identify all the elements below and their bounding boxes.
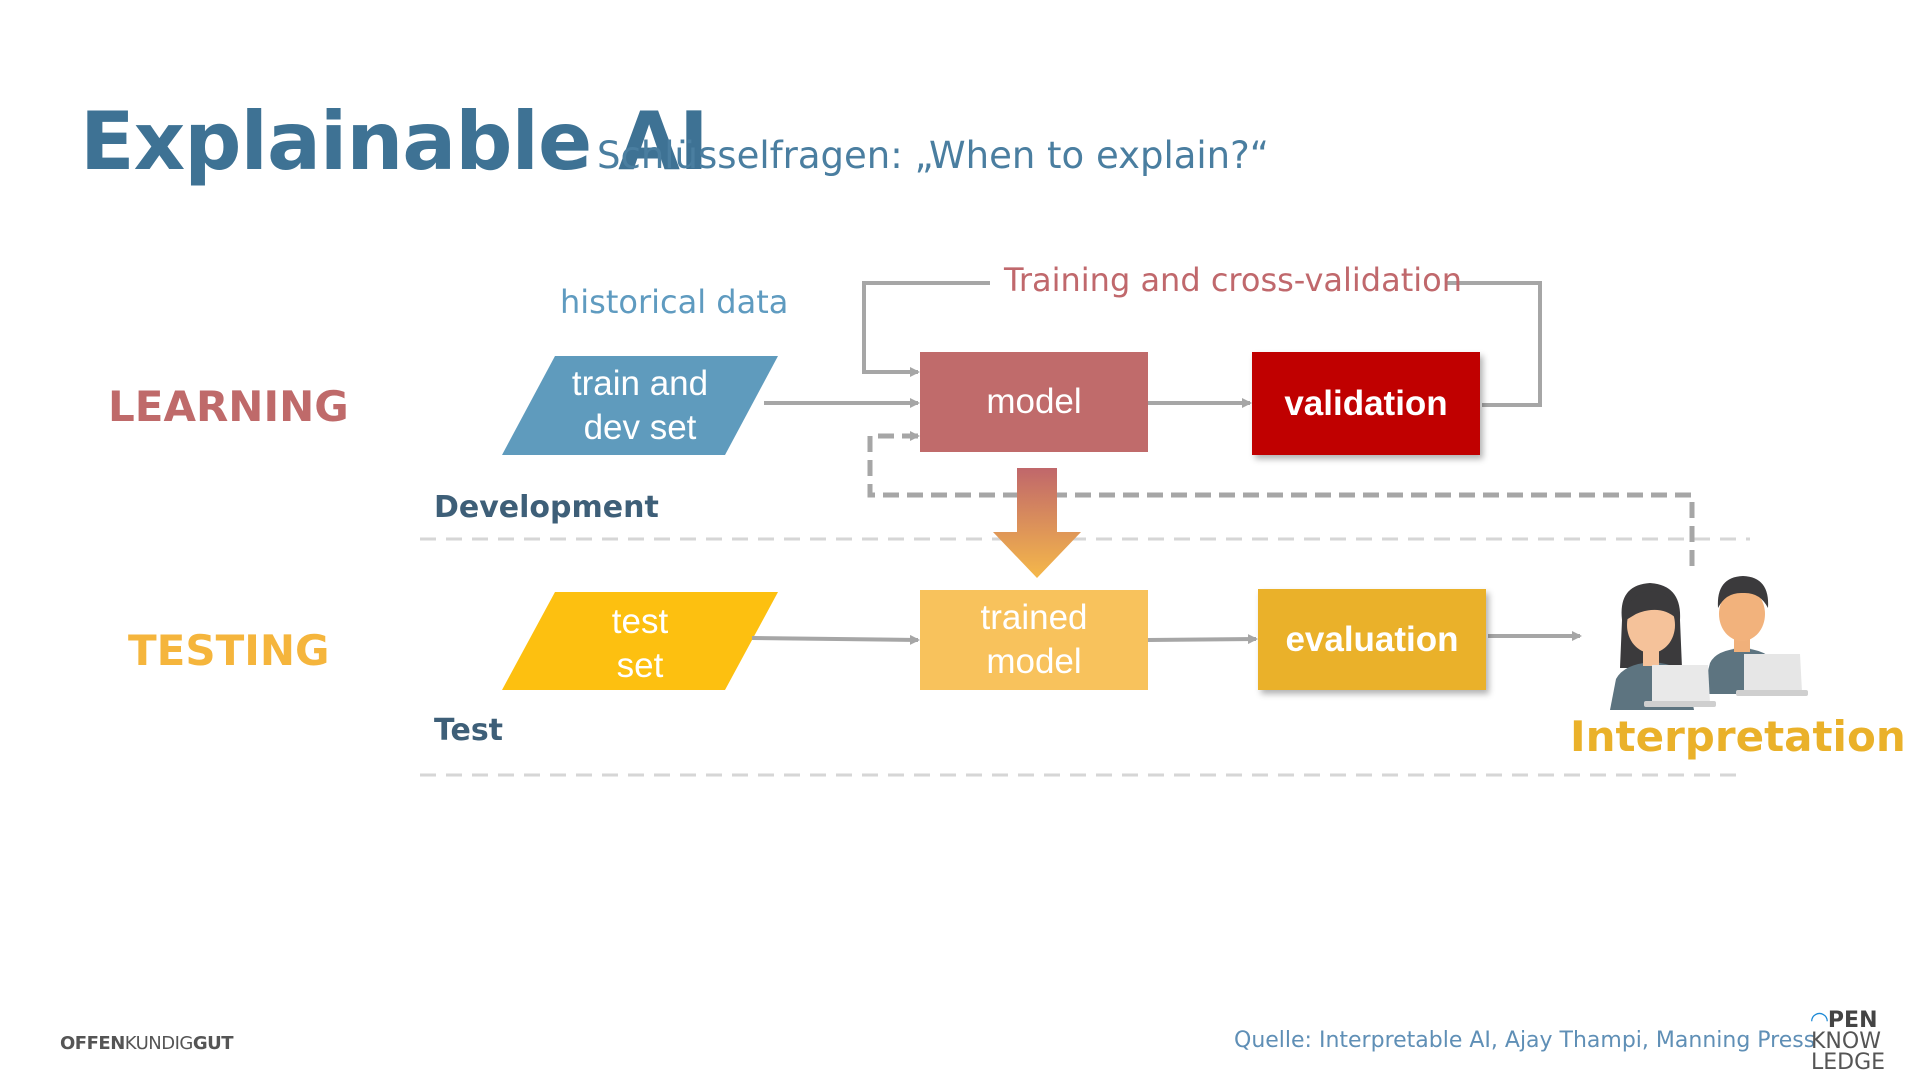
logo-line1: PEN <box>1827 1008 1878 1033</box>
historical-data-label: historical data <box>560 283 789 321</box>
trained-model-node: trained model <box>920 590 1148 690</box>
down-arrow-icon <box>993 468 1081 578</box>
training-loop-right <box>1446 281 1542 407</box>
source-citation: Quelle: Interpretable AI, Ajay Thampi, M… <box>1234 1028 1816 1053</box>
brand-part-gut: GUT <box>192 1033 234 1054</box>
trained-model-line1: trained <box>980 598 1088 638</box>
evaluation-node: evaluation <box>1258 589 1486 690</box>
train-dev-set-line1: train and <box>571 364 709 404</box>
test-set-line2: set <box>616 646 664 685</box>
users-laptops-icon <box>1610 576 1808 710</box>
footer-brand: OFFENKUNDIGGUT <box>60 1033 234 1054</box>
test-set-shape <box>502 592 778 690</box>
validation-node: validation <box>1252 352 1480 455</box>
phase-learning-label: LEARNING <box>108 382 349 431</box>
interpretation-label: Interpretation <box>1570 712 1906 761</box>
page-subtitle: Schlüsselfragen: „When to explain?“ <box>597 134 1269 177</box>
brand-part-offen: OFFEN <box>60 1033 125 1054</box>
logo-line3: LEDGE <box>1811 1050 1886 1075</box>
phase-testing-label: TESTING <box>128 626 330 675</box>
train-dev-set-line2: dev set <box>583 408 697 447</box>
arrow-test-to-trained <box>751 634 920 645</box>
test-set-node: test set <box>540 594 740 694</box>
train-dev-set-shape <box>502 356 778 455</box>
open-knowledge-logo: ◠PEN KNOW LEDGE <box>1811 1008 1886 1075</box>
brand-part-kundig: KUNDIG <box>124 1033 194 1054</box>
logo-o-icon: ◠ <box>1811 1008 1828 1033</box>
feedback-loop <box>867 431 1695 566</box>
page-title: Explainable AI <box>80 95 709 188</box>
arrow-trained-to-eval <box>1147 634 1258 645</box>
training-cv-label: Training and cross-validation <box>1004 261 1463 299</box>
train-dev-set-node: train and dev set <box>540 356 740 456</box>
section-development-label: Development <box>434 490 659 525</box>
logo-line2: KNOW <box>1811 1029 1881 1054</box>
test-set-line1: test <box>611 602 669 642</box>
model-node: model <box>920 352 1148 452</box>
trained-model-line2: model <box>986 642 1082 681</box>
section-test-label: Test <box>434 713 504 748</box>
training-loop-left <box>862 281 990 377</box>
